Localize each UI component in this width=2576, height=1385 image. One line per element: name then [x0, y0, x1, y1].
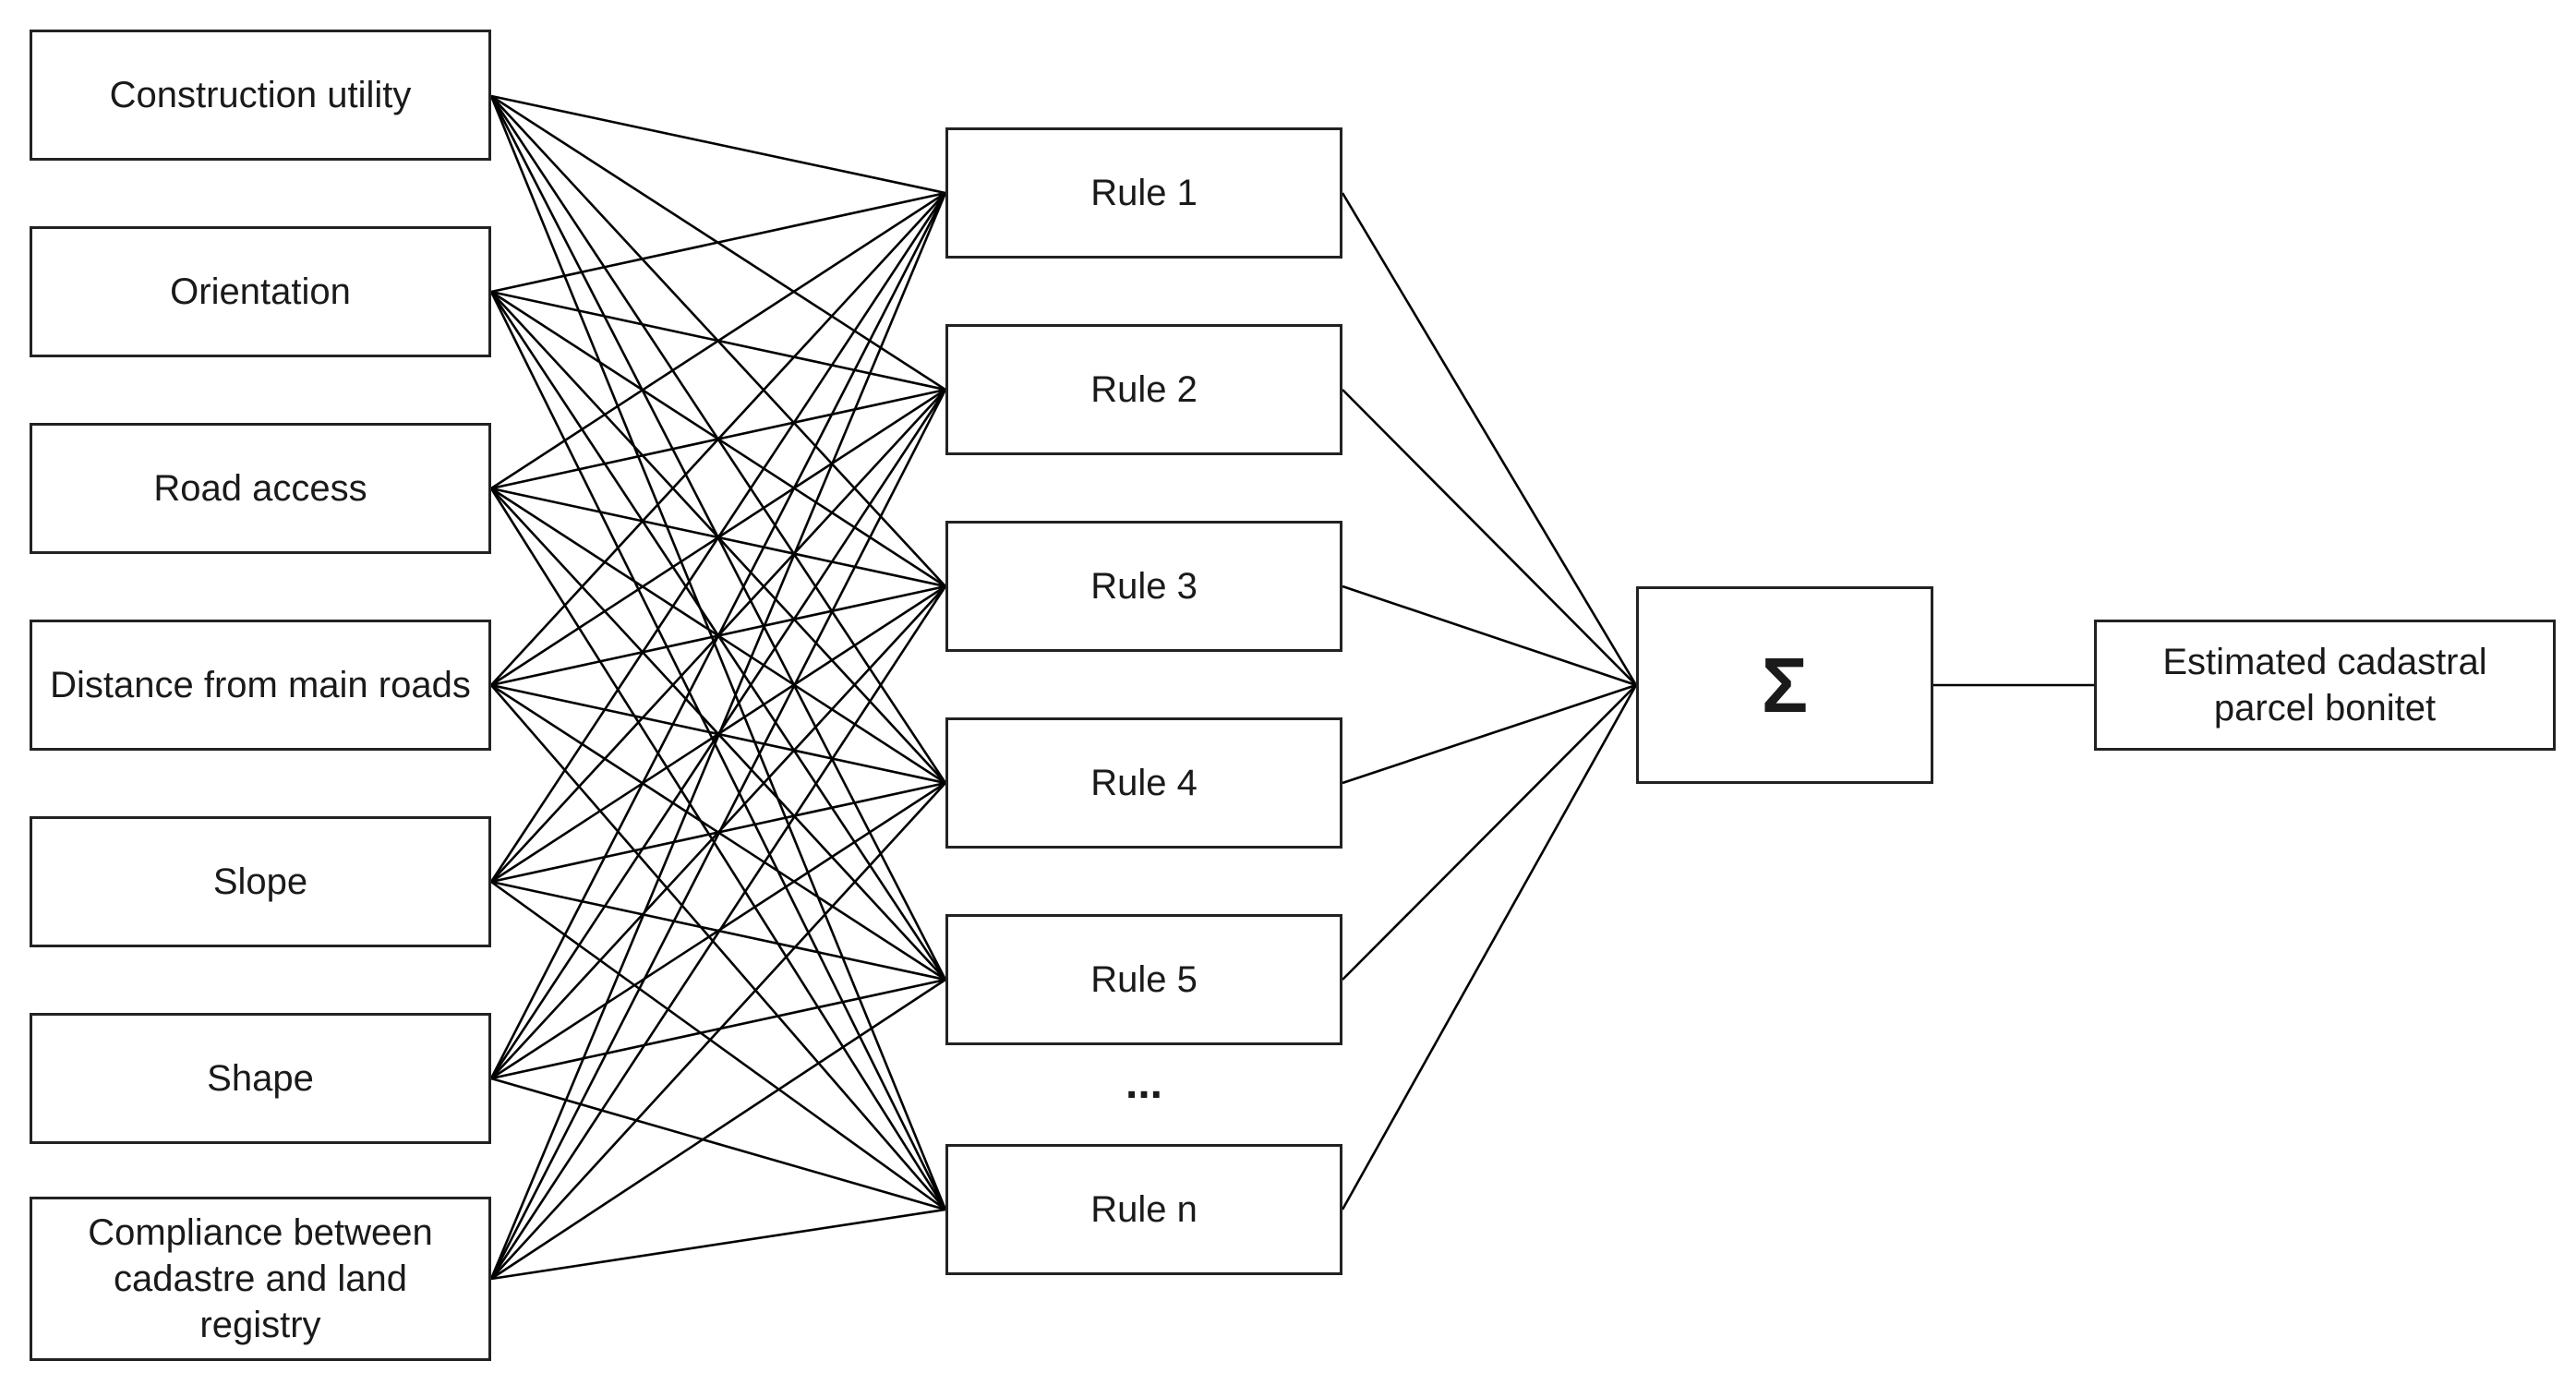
edge-input-6-rule-1 — [489, 192, 947, 1079]
edge-input-3-rule-1 — [490, 191, 946, 490]
edge-input-5-rule-1 — [489, 192, 947, 883]
rule-node-1: Rule 1 — [945, 127, 1342, 259]
input-to-rule-edges — [489, 94, 947, 1281]
edge-rule-2-sum — [1342, 389, 1637, 686]
edge-rule-6-sum — [1341, 684, 1638, 1210]
edge-input-1-rule-1 — [490, 94, 946, 195]
input-node-construction-utility: Construction utility — [30, 30, 491, 161]
rule-node-4: Rule 4 — [945, 717, 1342, 849]
rule-node-3: Rule 3 — [945, 521, 1342, 652]
edge-rule-1-sum — [1341, 192, 1638, 686]
edge-rule-5-sum — [1342, 684, 1637, 981]
sum-node: Σ — [1636, 586, 1933, 784]
rule-label: Rule n — [1090, 1189, 1198, 1230]
input-node-orientation: Orientation — [30, 226, 491, 357]
edge-input-7-rule-1 — [489, 192, 947, 1280]
sigma-symbol: Σ — [1761, 641, 1809, 729]
input-node-shape: Shape — [30, 1013, 491, 1144]
rule-node-2: Rule 2 — [945, 324, 1342, 455]
rule-node-n: Rule n — [945, 1144, 1342, 1275]
edge-input-7-rule-5 — [490, 978, 946, 1281]
edge-input-1-rule-6 — [489, 95, 947, 1210]
input-node-distance-from-main-roads: Distance from main roads — [30, 620, 491, 751]
rule-label: Rule 5 — [1090, 959, 1198, 1000]
edge-input-6-rule-5 — [490, 978, 946, 1080]
edge-rule-3-sum — [1342, 584, 1637, 687]
edge-input-7-rule-6 — [490, 1208, 946, 1281]
input-label: Orientation — [170, 271, 351, 312]
rule-label: Rule 4 — [1090, 763, 1198, 803]
edge-rule-4-sum — [1342, 683, 1637, 785]
edge-input-4-rule-6 — [490, 684, 946, 1210]
edge-input-2-rule-6 — [489, 291, 947, 1210]
edge-input-5-rule-6 — [490, 880, 946, 1211]
edge-input-3-rule-6 — [489, 488, 947, 1210]
rule-to-sum-edges — [1341, 192, 1638, 1210]
output-node: Estimated cadastral parcel bonitet — [2094, 620, 2556, 751]
edge-input-7-rule-3 — [489, 585, 947, 1280]
input-label: Road access — [153, 468, 367, 509]
edge-input-7-rule-2 — [489, 389, 947, 1280]
rule-ellipsis: ... — [1125, 1059, 1162, 1108]
edge-input-7-rule-4 — [490, 782, 946, 1280]
rule-label: Rule 3 — [1090, 566, 1198, 607]
edge-input-4-rule-1 — [490, 192, 946, 686]
input-node-slope: Slope — [30, 816, 491, 947]
input-node-compliance: Compliance between cadastre and land reg… — [30, 1197, 491, 1361]
input-label: Construction utility — [109, 75, 412, 115]
rule-node-5: Rule 5 — [945, 914, 1342, 1045]
rule-label: Rule 2 — [1090, 369, 1198, 410]
rule-label: Rule 1 — [1090, 173, 1198, 213]
input-label: Distance from main roads — [50, 665, 471, 705]
edge-input-2-rule-1 — [490, 191, 946, 294]
input-node-road-access: Road access — [30, 423, 491, 554]
input-label: Shape — [207, 1058, 314, 1099]
output-label: Estimated cadastral parcel bonitet — [2162, 642, 2487, 729]
input-label: Slope — [212, 861, 308, 902]
input-label: Compliance between cadastre and land reg… — [88, 1212, 433, 1345]
